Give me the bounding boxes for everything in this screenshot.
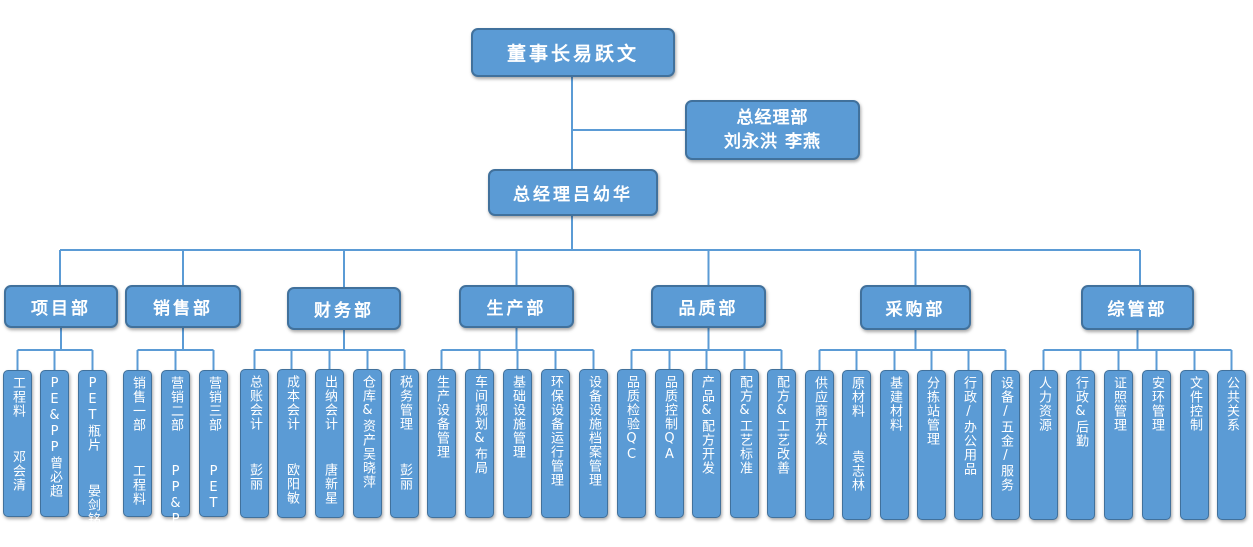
unit-box: PE&PP曾必超 <box>40 370 69 517</box>
unit-box: 产品&配方开发 <box>692 369 721 518</box>
chairman-label: 董事长易跃文 <box>506 43 639 65</box>
unit-label: 基建材料 <box>887 376 902 432</box>
unit-label: 税务管理 彭丽 <box>397 375 412 491</box>
unit-box: 销售一部 工程料 <box>123 370 152 517</box>
unit-box: 文件控制 <box>1180 370 1209 520</box>
unit-box: 配方&工艺改善 <box>767 369 796 518</box>
unit-box: 公共关系 <box>1217 370 1246 520</box>
unit-box: 安环管理 <box>1142 370 1171 520</box>
unit-label: 供应商开发 <box>812 376 827 446</box>
unit-label: 行政&后勤 <box>1073 376 1088 448</box>
unit-box: 生产设备管理 <box>427 369 456 518</box>
unit-label: 文件控制 <box>1187 376 1202 432</box>
department-box: 财务部 <box>287 287 401 330</box>
unit-box: 营销二部 PP&PE <box>161 370 190 544</box>
department-label: 综管部 <box>1107 300 1168 320</box>
unit-label: 品质检验QC <box>624 375 639 463</box>
unit-label: 成本会计 欧阳敏 <box>284 375 299 505</box>
department-box: 生产部 <box>459 285 574 328</box>
unit-box: PET瓶片 晏剑铭 <box>78 370 107 526</box>
unit-label: PE&PP曾必超 <box>47 376 62 498</box>
unit-label: 品质控制QA <box>662 375 677 463</box>
unit-label: 行政/办公用品 <box>961 376 976 476</box>
department-box: 品质部 <box>651 285 766 328</box>
department-box: 采购部 <box>860 285 971 330</box>
unit-label: 产品&配方开发 <box>699 375 714 475</box>
unit-label: 销售一部 工程料 <box>130 376 145 506</box>
unit-box: 基础设施管理 <box>503 369 532 518</box>
unit-label: 原材料 袁志林 <box>849 376 864 492</box>
unit-box: 税务管理 彭丽 <box>390 369 419 518</box>
unit-label: 公共关系 <box>1224 376 1239 432</box>
unit-label: 安环管理 <box>1149 376 1164 432</box>
unit-box: 环保设备运行管理 <box>541 369 570 518</box>
unit-label: 证照管理 <box>1111 376 1126 432</box>
unit-label: 环保设备运行管理 <box>548 375 563 487</box>
unit-label: 基础设施管理 <box>510 375 525 459</box>
department-label: 生产部 <box>486 299 547 319</box>
unit-box: 行政&后勤 <box>1066 370 1095 520</box>
unit-label: 人力资源 <box>1036 376 1051 432</box>
unit-box: 证照管理 <box>1104 370 1133 520</box>
unit-box: 品质控制QA <box>655 369 684 518</box>
department-box: 综管部 <box>1081 285 1194 330</box>
department-label: 财务部 <box>314 301 374 321</box>
unit-label: 设备/五金/服务 <box>998 376 1013 492</box>
unit-label: 营销二部 PP&PE <box>168 376 183 544</box>
department-label: 销售部 <box>153 299 213 319</box>
unit-box: 基建材料 <box>880 370 909 520</box>
gm-office-title: 总经理部 <box>736 108 809 128</box>
unit-box: 人力资源 <box>1029 370 1058 520</box>
unit-box: 供应商开发 <box>805 370 834 520</box>
department-box: 销售部 <box>125 285 241 328</box>
unit-label: 车间规划&布局 <box>472 375 487 475</box>
unit-box: 行政/办公用品 <box>954 370 983 520</box>
unit-label: PET瓶片 晏剑铭 <box>85 376 100 526</box>
unit-label: 营销三部 PET <box>206 376 221 512</box>
unit-box: 出纳会计 唐新星 <box>315 369 344 518</box>
gm-office-members: 刘永洪 李燕 <box>724 132 821 152</box>
unit-box: 总账会计 彭丽 <box>240 369 269 518</box>
department-label: 品质部 <box>678 299 739 319</box>
unit-box: 仓库&资产吴晓萍 <box>353 369 382 518</box>
department-label: 项目部 <box>31 299 91 319</box>
unit-box: 成本会计 欧阳敏 <box>277 369 306 518</box>
unit-box: 品质检验QC <box>617 369 646 518</box>
unit-label: 生产设备管理 <box>434 375 449 459</box>
unit-label: 设备设施档案管理 <box>586 375 601 487</box>
chairman-box: 董事长易跃文 <box>471 28 675 77</box>
unit-label: 配方&工艺改善 <box>774 375 789 475</box>
unit-label: 总账会计 彭丽 <box>247 375 262 491</box>
unit-box: 工程料 邓会清 <box>3 370 32 517</box>
general-manager-label: 总经理吕幼华 <box>513 185 633 205</box>
unit-box: 原材料 袁志林 <box>842 370 871 520</box>
unit-label: 配方&工艺标准 <box>737 375 752 475</box>
unit-box: 分拣站管理 <box>917 370 946 520</box>
unit-box: 营销三部 PET <box>199 370 228 517</box>
unit-label: 仓库&资产吴晓萍 <box>360 375 375 489</box>
unit-box: 设备设施档案管理 <box>579 369 608 518</box>
unit-label: 出纳会计 唐新星 <box>322 375 337 505</box>
unit-label: 工程料 邓会清 <box>10 376 25 492</box>
gm-office-box: 总经理部 刘永洪 李燕 <box>685 100 860 160</box>
department-box: 项目部 <box>4 285 118 328</box>
unit-label: 分拣站管理 <box>924 376 939 446</box>
unit-box: 车间规划&布局 <box>465 369 494 518</box>
unit-box: 设备/五金/服务 <box>991 370 1020 520</box>
general-manager-box: 总经理吕幼华 <box>488 169 658 216</box>
unit-box: 配方&工艺标准 <box>730 369 759 518</box>
department-label: 采购部 <box>885 300 946 320</box>
